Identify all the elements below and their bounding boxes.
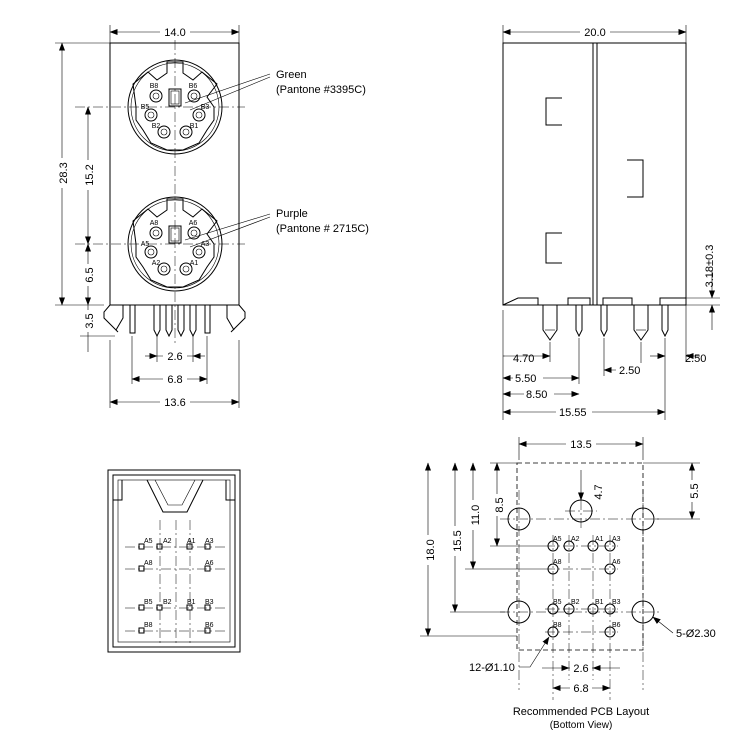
pin-label: A8 — [150, 220, 159, 227]
pin-label: A3 — [612, 536, 621, 543]
bottom-pin-pads — [138, 543, 211, 634]
side-housing-outline — [502, 42, 687, 306]
dim-standoff: 3.18±0.3 — [704, 245, 716, 288]
dim-pin-spacing-inner: 2.6 — [167, 351, 182, 363]
upper-port-pantone: (Pantone #3395C) — [276, 84, 366, 96]
dim-pin-5-50: 5.50 — [515, 373, 536, 385]
pin-label: A5 — [144, 538, 153, 545]
pin-label: A8 — [144, 560, 153, 567]
pin-label: A8 — [553, 559, 562, 566]
pcb-layout: A5 A2 A1 A3 A8 A6 B5 B2 B1 B3 B8 B6 13.5… — [420, 437, 716, 731]
pin-label: B3 — [612, 599, 621, 606]
dim-pin-length: 3.5 — [84, 313, 96, 328]
pin-label: A1 — [187, 538, 196, 545]
pin-label: B8 — [150, 83, 159, 90]
dim-pcb-6-8: 6.8 — [573, 683, 588, 695]
dim-pcb-5-5: 5.5 — [689, 483, 701, 498]
dim-pcb-4-7: 4.7 — [593, 484, 605, 499]
pin-label: B2 — [571, 599, 580, 606]
lower-port-color: Purple — [276, 208, 308, 220]
pin-label: A2 — [163, 538, 172, 545]
front-housing-outline — [109, 42, 240, 306]
dim-lower-center: 6.5 — [84, 267, 96, 282]
dim-port-pitch: 15.2 — [84, 164, 96, 185]
pin-label: A1 — [190, 260, 199, 267]
large-holes-callout: 5-Ø2.30 — [676, 628, 716, 640]
pin-label: A3 — [205, 538, 214, 545]
pin-label: B5 — [141, 104, 150, 111]
pin-label: B6 — [612, 622, 621, 629]
dim-pcb-8-5: 8.5 — [494, 497, 506, 512]
pin-label: B6 — [189, 83, 198, 90]
dim-pcb-2-6: 2.6 — [573, 663, 588, 675]
dim-pin-2-50-b: 2.50 — [685, 353, 706, 365]
pin-label: B3 — [201, 104, 210, 111]
dim-pcb-15-5: 15.5 — [452, 530, 464, 551]
pin-label: A2 — [571, 536, 580, 543]
pin-label: B1 — [190, 123, 199, 130]
dim-pcb-width: 13.5 — [570, 439, 591, 451]
lower-port-pantone: (Pantone # 2715C) — [276, 223, 369, 235]
bottom-view: A5 A2 A1 A3 A8 A6 B5 B2 B1 B3 B8 B6 — [107, 469, 241, 653]
dim-pin-4-70: 4.70 — [513, 353, 534, 365]
pin-label: B5 — [553, 599, 562, 606]
pin-label: B3 — [205, 599, 214, 606]
pin-label: B1 — [595, 599, 604, 606]
upper-port-color: Green — [276, 69, 307, 81]
small-holes-callout: 12-Ø1.10 — [469, 662, 515, 674]
dim-pin-2-50-a: 2.50 — [619, 365, 640, 377]
pcb-footprint-outline — [516, 462, 644, 651]
pin-label: A3 — [201, 241, 210, 248]
pin-label: B6 — [205, 622, 214, 629]
pin-label: A6 — [612, 559, 621, 566]
pin-label: B8 — [144, 622, 153, 629]
pin-label: A1 — [595, 536, 604, 543]
pin-label: A6 — [205, 560, 214, 567]
dim-pcb-18-0: 18.0 — [425, 539, 437, 560]
pin-label: A6 — [189, 220, 198, 227]
dim-pin-spacing-outer: 6.8 — [167, 374, 182, 386]
pin-label: B2 — [152, 123, 161, 130]
pin-label: A2 — [152, 260, 161, 267]
dim-pcb-11-0: 11.0 — [470, 505, 482, 526]
dim-base-width: 13.6 — [164, 397, 185, 409]
pin-label: B2 — [163, 599, 172, 606]
dim-front-width: 14.0 — [164, 27, 185, 39]
pcb-layout-title: Recommended PCB Layout — [513, 706, 649, 718]
dim-front-height: 28.3 — [58, 162, 70, 183]
dim-pin-8-50: 8.50 — [526, 389, 547, 401]
pin-label: B8 — [553, 622, 562, 629]
front-view: B8 B6 B5 B3 B2 B1 A8 A6 A5 A3 A2 A1 — [54, 25, 369, 409]
dim-side-depth: 20.0 — [584, 27, 605, 39]
side-view: 20.0 3.18±0.3 4.70 5.50 8.50 15.55 — [502, 25, 720, 420]
dim-pin-15-55: 15.55 — [559, 407, 587, 419]
pcb-layout-subtitle: (Bottom View) — [550, 720, 613, 731]
pin-label: A5 — [141, 241, 150, 248]
pin-label: B5 — [144, 599, 153, 606]
pin-label: A5 — [553, 536, 562, 543]
pin-label: B1 — [187, 599, 196, 606]
